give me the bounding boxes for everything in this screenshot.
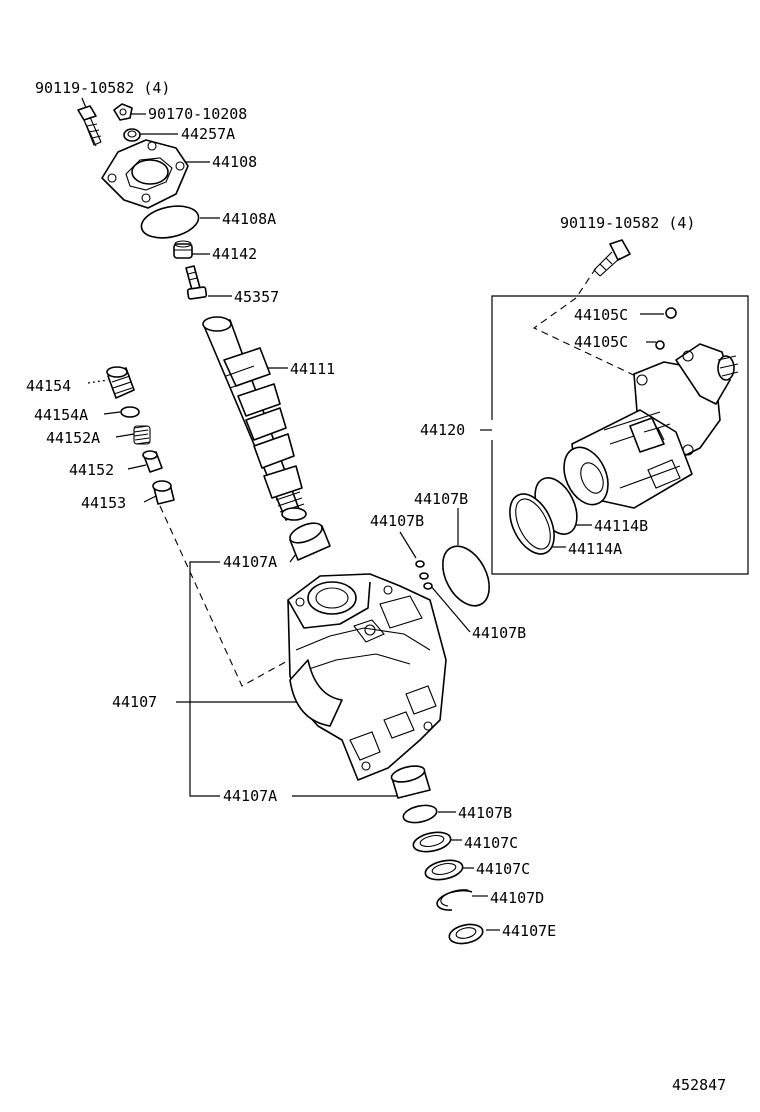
label-44111: 44111 (290, 360, 335, 378)
alignment-dashes (159, 267, 641, 687)
cap-44153 (152, 480, 175, 505)
label-90119-10582-top: 90119-10582 (4) (35, 79, 170, 97)
plug-44105C-a (665, 307, 677, 319)
o-ring-44154A (120, 406, 140, 418)
spring-44152A (133, 425, 151, 445)
label-44107C-2: 44107C (476, 860, 530, 878)
leader-lines (81, 97, 664, 931)
label-44114A: 44114A (568, 540, 622, 558)
bolt-90119-right (593, 239, 631, 277)
snap-ring-44107D (436, 889, 473, 911)
o-ring-44107B-small-a (415, 560, 425, 568)
label-44152: 44152 (69, 461, 114, 479)
screw-45357 (185, 265, 208, 300)
seal-44107C-2 (424, 859, 464, 881)
o-ring-44107B-small-c (423, 582, 433, 590)
o-ring-44107B-small-b (419, 572, 429, 580)
diagram-number: 452847 (672, 1076, 726, 1094)
label-44154A: 44154A (34, 406, 88, 424)
label-44152A: 44152A (46, 429, 100, 447)
plug-44105C-b (655, 340, 665, 350)
label-90119-10582-right: 90119-10582 (4) (560, 214, 695, 232)
nut-44142 (173, 240, 193, 259)
gear-housing-44107 (287, 573, 447, 781)
plug-44154 (106, 366, 135, 399)
label-90170-10208: 90170-10208 (148, 105, 247, 123)
bolt-90119-top (77, 105, 102, 147)
label-45357: 45357 (234, 288, 279, 306)
label-44154: 44154 (26, 377, 71, 395)
nut-90170 (113, 103, 133, 121)
label-44107C-1: 44107C (464, 834, 518, 852)
o-ring-44108A (140, 205, 200, 239)
seal-ring-44114A (509, 493, 555, 555)
label-44105C-a: 44105C (574, 306, 628, 324)
label-44107D: 44107D (490, 889, 544, 907)
label-44107B-left: 44107B (370, 512, 424, 530)
label-44107: 44107 (112, 693, 157, 711)
cover-44108 (101, 139, 189, 209)
seal-44107E (448, 923, 484, 945)
bearing-44107A-top (289, 522, 331, 561)
worm-shaft-44111 (202, 316, 307, 521)
o-ring-44107B-large (442, 545, 490, 607)
pin-44152 (142, 450, 163, 473)
label-44107E: 44107E (502, 922, 556, 940)
label-44107A-top: 44107A (223, 553, 277, 571)
o-ring-44107B-bottom (402, 804, 438, 824)
valve-body-44120 (563, 343, 739, 509)
label-44107B-mid: 44107B (472, 624, 526, 642)
washer-44257A (123, 128, 141, 142)
label-44107A-bottom: 44107A (223, 787, 277, 805)
bearing-44107A-bottom (390, 765, 431, 799)
label-44108: 44108 (212, 153, 257, 171)
label-44153: 44153 (81, 494, 126, 512)
label-44107B-top: 44107B (414, 490, 468, 508)
label-44105C-b: 44105C (574, 333, 628, 351)
label-44108A: 44108A (222, 210, 276, 228)
label-44107B-bottom: 44107B (458, 804, 512, 822)
valve-assembly-box (491, 295, 749, 575)
label-44257A: 44257A (181, 125, 235, 143)
label-44114B: 44114B (594, 517, 648, 535)
seal-44107C-1 (412, 831, 452, 853)
label-44142: 44142 (212, 245, 257, 263)
label-44120: 44120 (420, 421, 465, 439)
